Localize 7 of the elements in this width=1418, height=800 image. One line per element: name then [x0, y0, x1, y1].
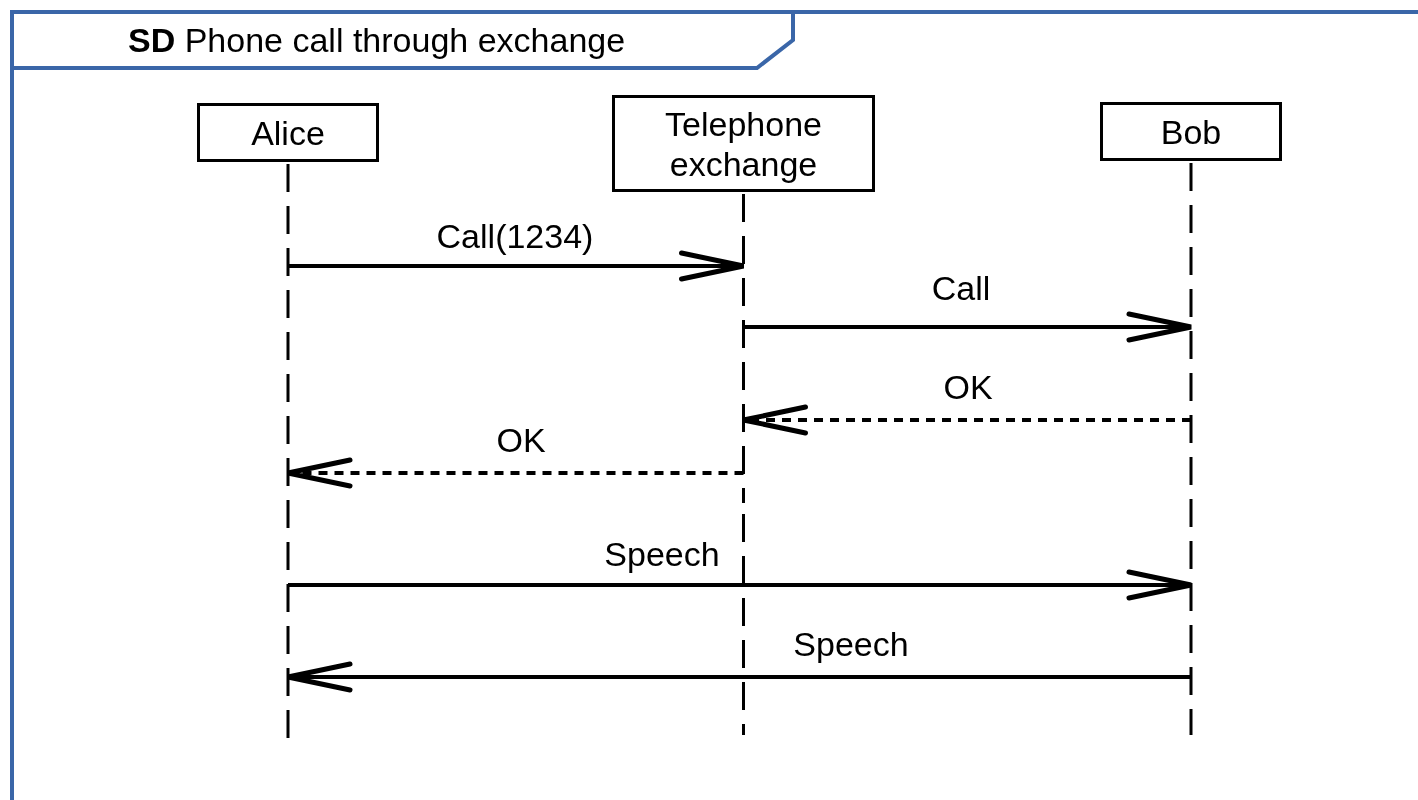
- message-arrow: [743, 311, 1194, 343]
- frame-title: SD Phone call through exchange: [128, 20, 626, 60]
- participant-box: Alice: [197, 103, 379, 162]
- participant-box: Bob: [1100, 102, 1282, 161]
- participant-box: Telephone exchange: [612, 95, 875, 192]
- message-arrow: [288, 569, 1194, 601]
- message-arrow: [288, 250, 746, 282]
